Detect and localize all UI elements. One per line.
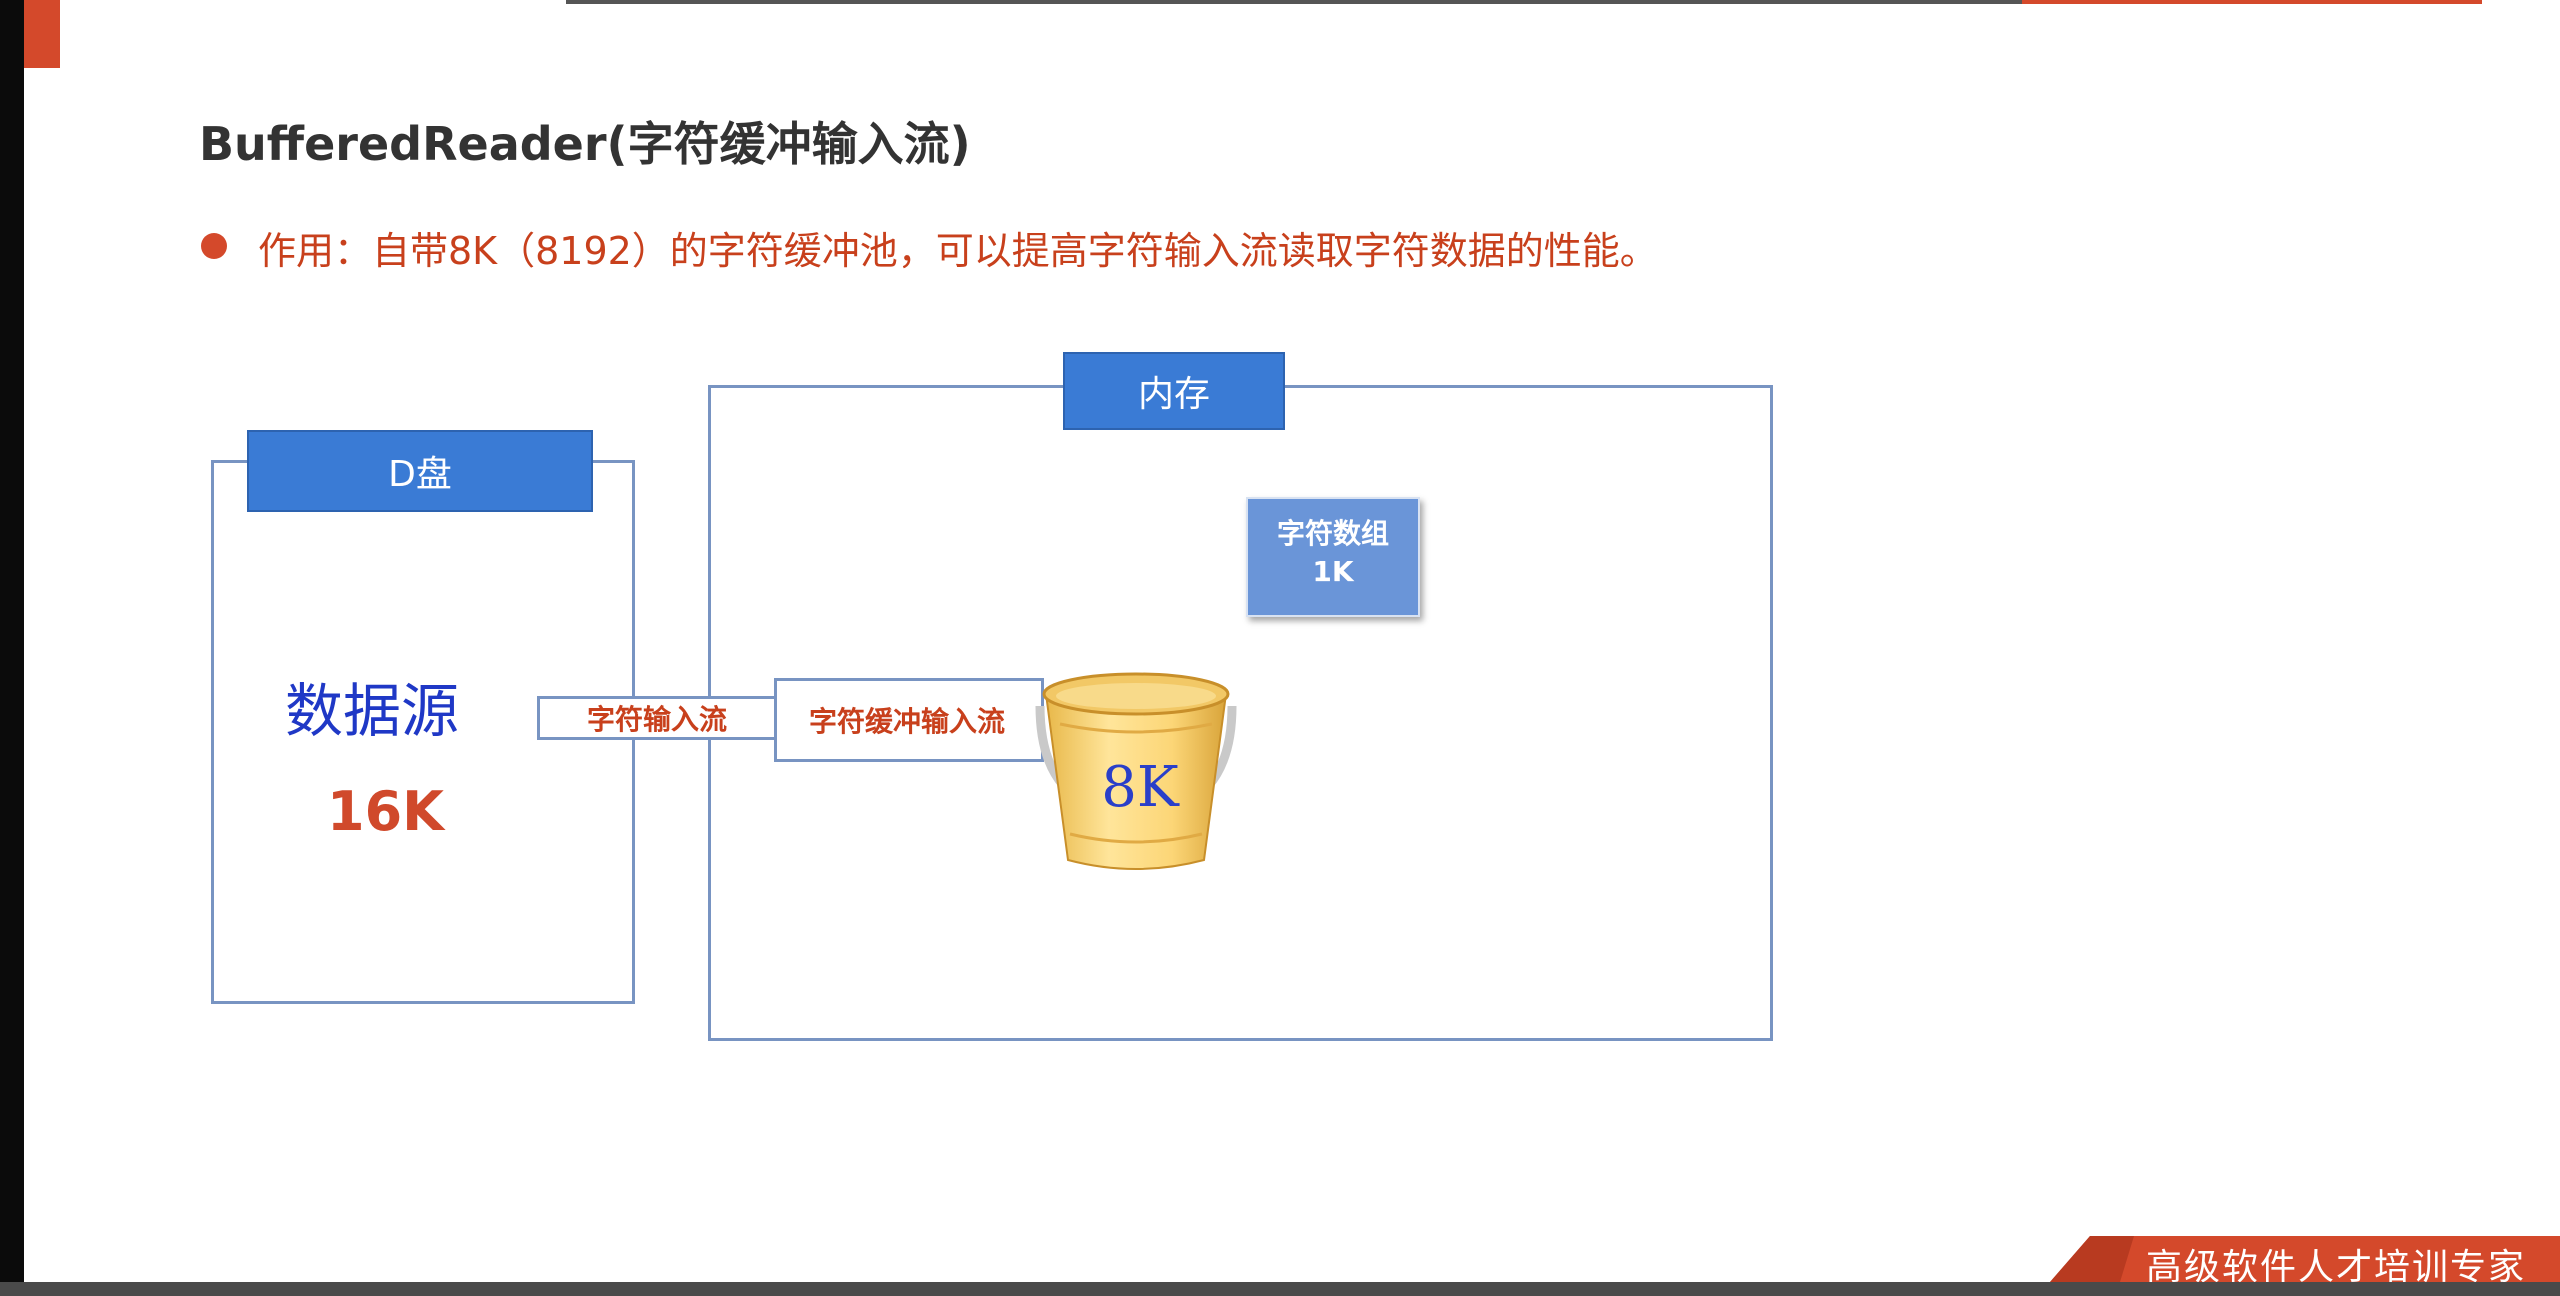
bullet-text: 作用：自带8K（8192）的字符缓冲池，可以提高字符输入流读取字符数据的性能。 — [258, 229, 1658, 273]
slide-title: BufferedReader(字符缓冲输入流) — [199, 117, 971, 171]
char-array-label: 字符数组 — [1276, 517, 1389, 550]
bottom-edge-bar — [0, 1282, 2560, 1296]
char-array-box: 字符数组 1K — [1246, 497, 1420, 617]
top-divider-accent — [2022, 0, 2482, 4]
memory-header: 内存 — [1063, 352, 1285, 430]
footer-slogan: 高级软件人才培训专家 — [2146, 1247, 2527, 1288]
data-source-label: 数据源 — [285, 677, 460, 745]
buffer-size-label: 8K — [1101, 755, 1179, 820]
bullet-dot-icon — [201, 233, 227, 259]
corner-accent-tab — [24, 0, 60, 68]
footer-ribbon — [2050, 1236, 2560, 1282]
data-source-size: 16K — [327, 780, 444, 843]
top-divider-line — [566, 0, 2022, 4]
buffered-input-stream-box: 字符缓冲输入流 — [774, 678, 1044, 762]
char-array-size: 1K — [1312, 555, 1354, 588]
bucket-icon — [1035, 672, 1237, 870]
left-edge-bar — [0, 0, 24, 1296]
char-input-stream-box: 字符输入流 — [537, 696, 777, 740]
disk-header: D盘 — [247, 430, 593, 512]
